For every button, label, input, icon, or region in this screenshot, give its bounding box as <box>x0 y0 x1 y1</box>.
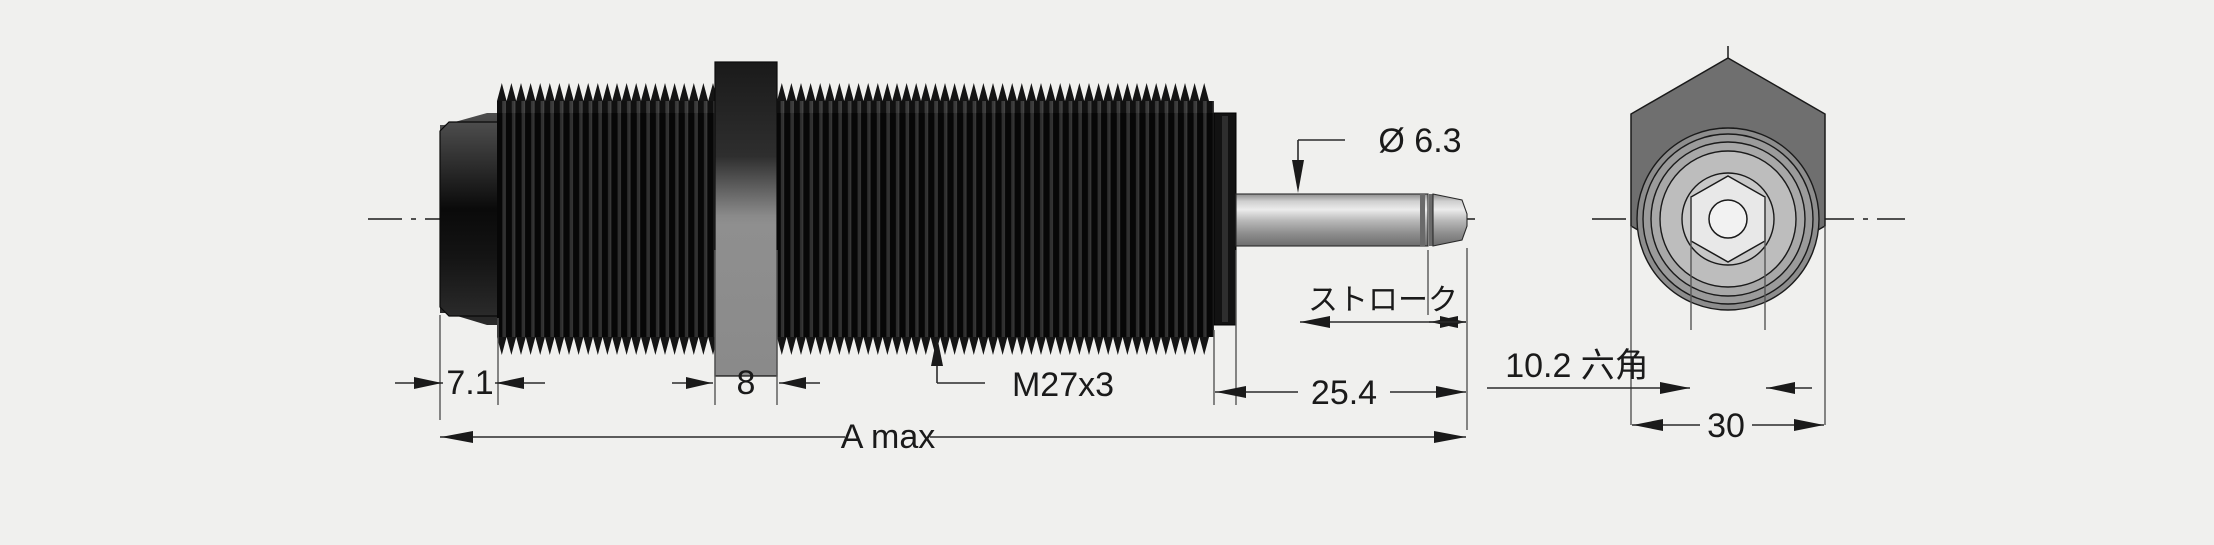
dimension-8: 8 <box>672 364 820 402</box>
hex-flange <box>714 61 778 377</box>
dimension-7-1: 7.1 <box>395 364 545 402</box>
rear-end-cap <box>439 113 499 325</box>
dimension-diameter-6-3-text: Ø 6.3 <box>1378 122 1461 160</box>
dimension-stroke: ストローク <box>1300 283 1466 328</box>
dimension-socket-inner-arrows <box>1766 382 1812 394</box>
dimension-10-2-hex-text: 10.2 六角 <box>1505 347 1649 385</box>
dimension-25-4: 25.4 <box>1215 374 1466 412</box>
piston-rod <box>1235 193 1468 247</box>
threaded-body-right <box>777 83 1214 355</box>
label-thread-m27x3: M27x3 <box>931 336 1114 404</box>
dimension-25-4-text: 25.4 <box>1311 374 1377 412</box>
threaded-body-left <box>497 83 718 355</box>
label-thread-m27x3-text: M27x3 <box>1012 366 1114 404</box>
dimension-30: 30 <box>1632 407 1824 445</box>
end-view-dimensions: 10.2 六角 30 <box>1487 226 1826 445</box>
dimension-7-1-text: 7.1 <box>446 364 493 402</box>
front-seal-collar <box>1213 112 1237 326</box>
dimension-a-max-text: A max <box>841 418 935 456</box>
side-elevation-view <box>368 61 1475 377</box>
dimension-stroke-text: ストローク <box>1308 283 1458 318</box>
end-face-view <box>1592 46 1905 330</box>
dimension-30-text: 30 <box>1707 407 1745 445</box>
dimension-10-2-hex: 10.2 六角 <box>1487 347 1690 394</box>
dimension-a-max: A max <box>440 418 1466 456</box>
center-hole <box>1708 199 1748 239</box>
dimension-diameter-6-3: Ø 6.3 <box>1292 122 1462 193</box>
side-view-dimensions: 7.1 8 M27x3 25.4 <box>395 122 1468 456</box>
dimension-8-text: 8 <box>737 364 756 402</box>
